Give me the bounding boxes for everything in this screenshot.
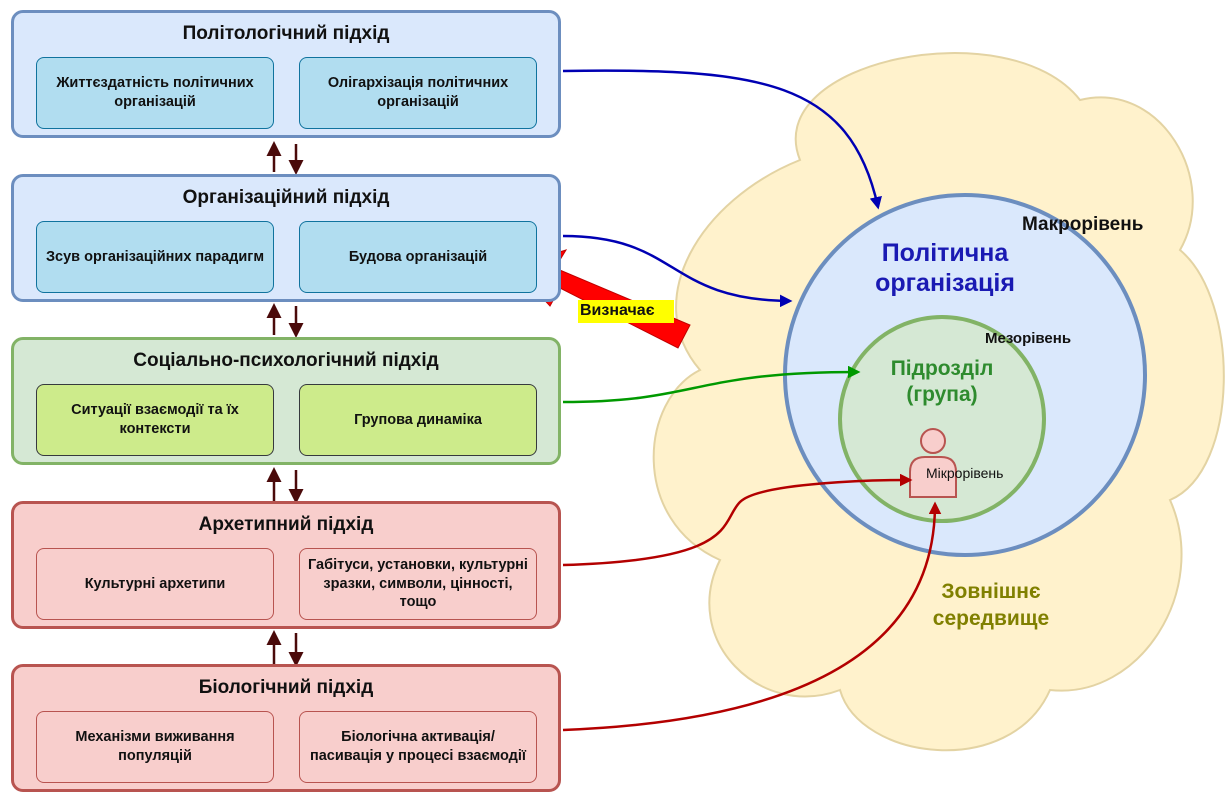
panel-title: Біологічний підхід: [198, 677, 374, 698]
panel-archetypal: Архетипний підхід Культурні архетипи Габ…: [11, 501, 561, 629]
micro-level-label: Мікрорівень: [926, 465, 1004, 481]
box-cultural-archetypes: Культурні архетипи: [36, 548, 274, 620]
box-habitus: Габітуси, установки, культурні зразки, с…: [299, 548, 537, 620]
meso-level-label: Мезорівень: [985, 330, 1072, 347]
panel-socio-psychological: Соціально-психологічний підхід Ситуації …: [11, 337, 561, 465]
socio-psych-to-subdivision-arrow: [562, 365, 861, 404]
external-environment-label: Зовнішнє середвище: [932, 580, 1050, 631]
panel-biological: Біологічний підхід Механізми виживання п…: [11, 664, 561, 792]
subdivision-label: Підрозділ (група): [890, 357, 994, 407]
box-viability: Життєздатність політичних організацій: [36, 57, 274, 129]
macro-level-label: Макрорівень: [1022, 214, 1144, 235]
box-interaction-situations: Ситуації взаємодії та їх контексти: [36, 384, 274, 456]
panel-political-science: Політологічний підхід Життєздатність пол…: [11, 10, 561, 138]
organizational-to-organization-arrow: [562, 234, 793, 308]
panel-title: Політологічний підхід: [182, 23, 390, 44]
subdivision-circle: [838, 315, 1046, 523]
box-organization-structure: Будова організацій: [299, 221, 537, 293]
box-group-dynamics: Групова динаміка: [299, 384, 537, 456]
archetypal-to-micro-arrow: [562, 473, 913, 567]
box-survival-mechanisms: Механізми виживання популяцій: [36, 711, 274, 783]
panel-title: Організаційний підхід: [182, 187, 390, 208]
box-biological-activation: Біологічна активація/ пасивація у процес…: [299, 711, 537, 783]
determines-label: Визначає: [580, 302, 655, 319]
panel-title: Соціально-психологічний підхід: [133, 350, 439, 371]
panel-organizational: Організаційний підхід Зсув організаційни…: [11, 174, 561, 302]
biological-to-micro-arrow: [562, 501, 942, 732]
panel-title: Архетипний підхід: [198, 514, 374, 535]
box-paradigm-shift: Зсув організаційних парадигм: [36, 221, 274, 293]
box-oligarchization: Олігархізація політичних організацій: [299, 57, 537, 129]
person-icon: [909, 428, 957, 498]
politology-to-organization-arrow: [562, 69, 882, 210]
political-organization-label: Політична організація: [875, 239, 1015, 297]
panel-link-arrows: [266, 141, 304, 667]
determines-highlight: [578, 300, 674, 323]
